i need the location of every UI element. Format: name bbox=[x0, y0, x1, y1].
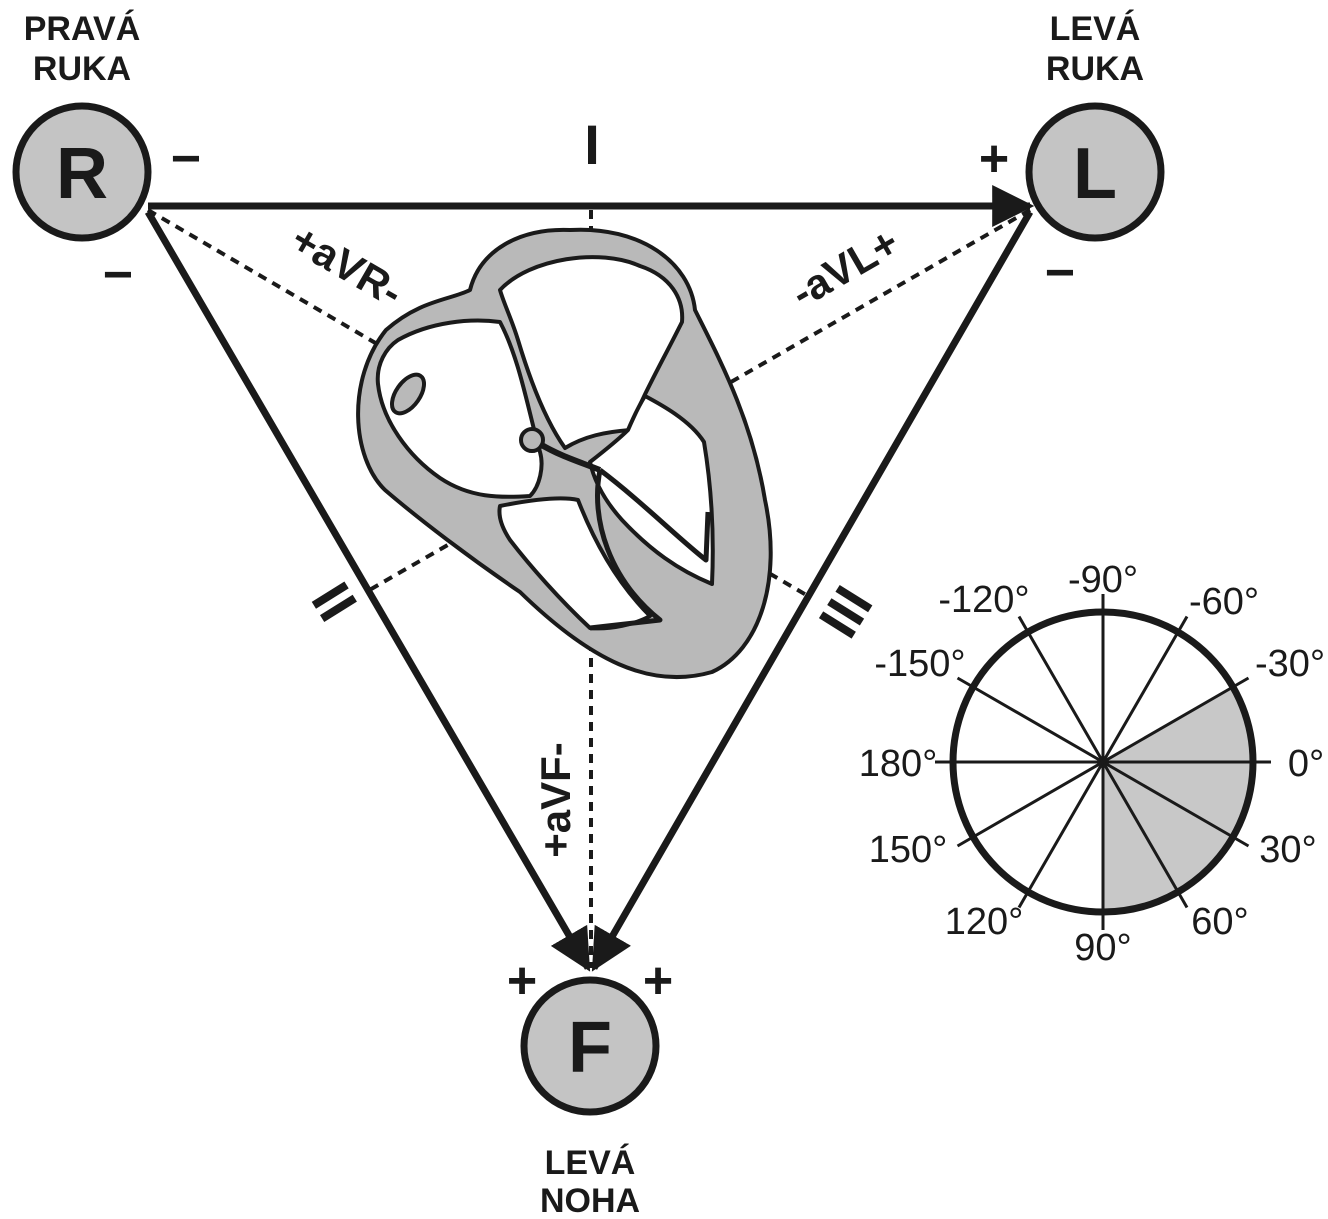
axis-tick bbox=[956, 835, 974, 848]
lead-iii-line bbox=[590, 210, 1034, 972]
axis-tick bbox=[956, 676, 974, 689]
sign-r-top: − bbox=[171, 130, 201, 188]
axis-ticks bbox=[935, 594, 1271, 930]
atrioventricular-node bbox=[519, 427, 545, 453]
deg-label-minus-90: -90° bbox=[1068, 559, 1138, 601]
electrode-l-letter: L bbox=[1073, 134, 1117, 214]
avf-label: +aVF- bbox=[532, 742, 579, 858]
deg-label-150: 150° bbox=[869, 829, 948, 871]
deg-label-minus-30: -30° bbox=[1255, 643, 1325, 685]
lead-ii-label: II bbox=[300, 572, 370, 632]
deg-label-90: 90° bbox=[1074, 927, 1131, 969]
right-arm-label-line1: PRAVÁ bbox=[24, 10, 141, 48]
axis-tick bbox=[1017, 615, 1030, 633]
axis-tick bbox=[1176, 891, 1189, 909]
sign-f-left: + bbox=[507, 952, 537, 1010]
deg-label-30: 30° bbox=[1259, 829, 1316, 871]
deg-label-minus-60: -60° bbox=[1189, 581, 1259, 623]
deg-label-0: 0° bbox=[1288, 743, 1324, 785]
electrode-left-leg: F LEVÁ NOHA bbox=[520, 976, 660, 1219]
left-leg-label-line1: LEVÁ bbox=[545, 1144, 636, 1182]
left-arm-label-line1: LEVÁ bbox=[1050, 10, 1141, 48]
electrode-r-letter: R bbox=[56, 134, 108, 214]
left-leg-label-line2: NOHA bbox=[540, 1182, 640, 1219]
avl-label: -aVL+ bbox=[783, 218, 907, 316]
sinoatrial-node bbox=[390, 372, 426, 416]
einthoven-triangle bbox=[144, 185, 1035, 972]
axis-spoke-150 bbox=[972, 685, 1234, 839]
deg-label-minus-150: -150° bbox=[874, 643, 965, 685]
electrode-left-arm: L LEVÁ RUKA bbox=[1025, 10, 1165, 242]
axis-tick bbox=[1176, 615, 1189, 633]
left-arm-label-line2: RUKA bbox=[1046, 50, 1144, 88]
his-bundle bbox=[538, 441, 602, 473]
lead-ii-line bbox=[144, 210, 592, 972]
deg-label-180: 180° bbox=[859, 743, 938, 785]
right-arm-label-line2: RUKA bbox=[33, 50, 131, 88]
augmented-lead-lines bbox=[146, 208, 1031, 968]
axis-tick bbox=[1232, 835, 1250, 848]
conduction-branch-left bbox=[598, 468, 711, 563]
electrode-right-arm: R PRAVÁ RUKA bbox=[12, 10, 152, 242]
deg-label-120: 120° bbox=[945, 901, 1024, 943]
sign-f-right: + bbox=[643, 952, 673, 1010]
right-atrium bbox=[375, 318, 544, 499]
polarity-signs: − − + − + + bbox=[103, 130, 1075, 1010]
hexaxial-reference-wheel: -90° -120° -60° -150° -30° 180° 0° 150° … bbox=[859, 559, 1325, 969]
deg-label-minus-120: -120° bbox=[938, 579, 1029, 621]
sign-l-top: + bbox=[979, 130, 1009, 188]
normal-axis-sector bbox=[1103, 687, 1254, 912]
axis-tick bbox=[1017, 891, 1030, 909]
conduction-branch-right bbox=[589, 469, 663, 631]
axis-tick bbox=[1232, 676, 1250, 689]
sign-r-bottom: − bbox=[103, 246, 133, 304]
deg-label-60: 60° bbox=[1191, 901, 1248, 943]
axis-spokes bbox=[953, 612, 1253, 912]
sign-l-bottom: − bbox=[1045, 244, 1075, 302]
heart-illustration bbox=[356, 227, 773, 680]
lead-i-label: I bbox=[584, 113, 600, 176]
electrode-f-letter: F bbox=[568, 1008, 612, 1088]
